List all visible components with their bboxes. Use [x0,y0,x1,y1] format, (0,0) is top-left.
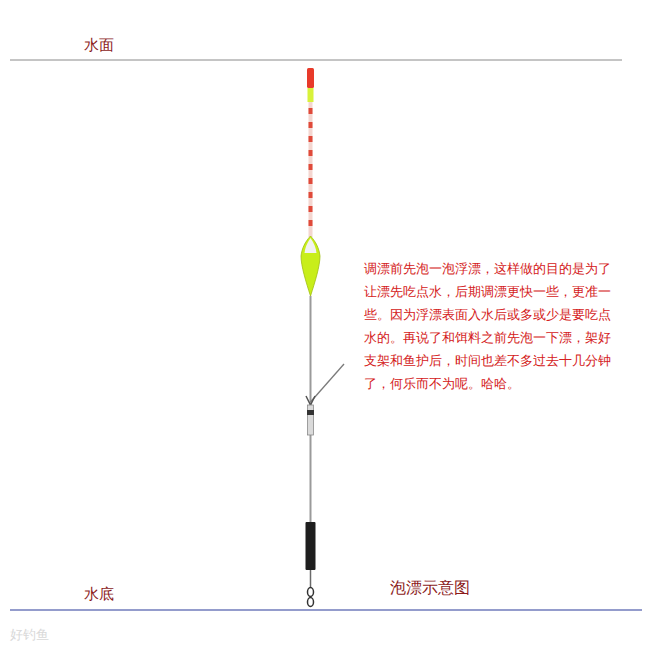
water-surface-line [10,60,622,61]
surface-label: 水面 [84,36,114,55]
note-text: 调漂前先泡一泡浮漂，这样做的目的是为了让漂先吃点水，后期调漂更快一些，更准一些。… [364,257,614,395]
diagram-caption: 泡漂示意图 [390,578,470,599]
watermark: 好钓鱼 [10,626,49,644]
bottom-label: 水底 [84,585,114,604]
fishing-float [301,68,344,607]
water-bottom-line [10,609,642,610]
